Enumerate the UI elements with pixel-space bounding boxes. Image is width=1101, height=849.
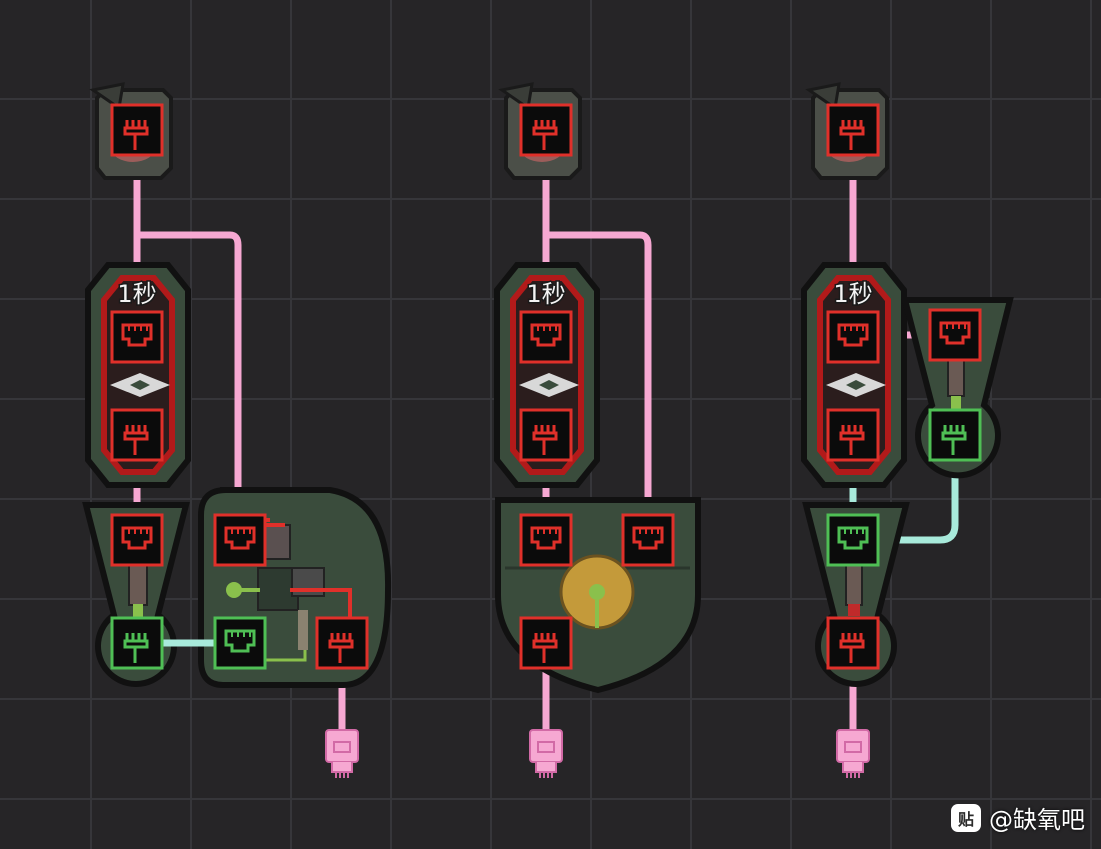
network-plug-icon[interactable] [325,729,359,779]
not-gate-output-port[interactable] [110,616,164,670]
timer-input-port[interactable] [826,310,880,364]
timer-input-port[interactable] [110,310,164,364]
gate-output-port[interactable] [519,616,573,670]
not-gate-input-port[interactable] [826,513,880,567]
network-plug-icon[interactable] [529,729,563,779]
circuit-right: 1秒 [801,82,1014,779]
sensor-output-port[interactable] [826,103,880,157]
network-plug-icon[interactable] [836,729,870,779]
circuit-middle: 1秒 [494,82,701,779]
gate-input-port-b[interactable] [621,513,675,567]
gate-input-port-b[interactable] [213,616,267,670]
timer-label: 1秒 [526,280,565,308]
tieba-logo-icon: 贴 [951,803,981,832]
not-gate-output-port[interactable] [928,408,982,462]
timer-output-port[interactable] [110,408,164,462]
gate-input-port-a[interactable] [519,513,573,567]
timer-label: 1秒 [117,280,156,308]
not-gate-output-port[interactable] [826,616,880,670]
watermark-text: @缺氧吧 [989,806,1085,834]
timer-input-port[interactable] [519,310,573,364]
gate-input-port-a[interactable] [213,513,267,567]
circuit-left: 1秒 [82,82,392,779]
timer-label: 1秒 [833,280,872,308]
not-gate-input-port[interactable] [928,308,982,362]
gate-output-port[interactable] [315,616,369,670]
watermark: 贴 @缺氧吧 [951,800,1085,835]
not-gate-input-port[interactable] [110,513,164,567]
timer-output-port[interactable] [826,408,880,462]
sensor-output-port[interactable] [519,103,573,157]
sensor-output-port[interactable] [110,103,164,157]
timer-output-port[interactable] [519,408,573,462]
